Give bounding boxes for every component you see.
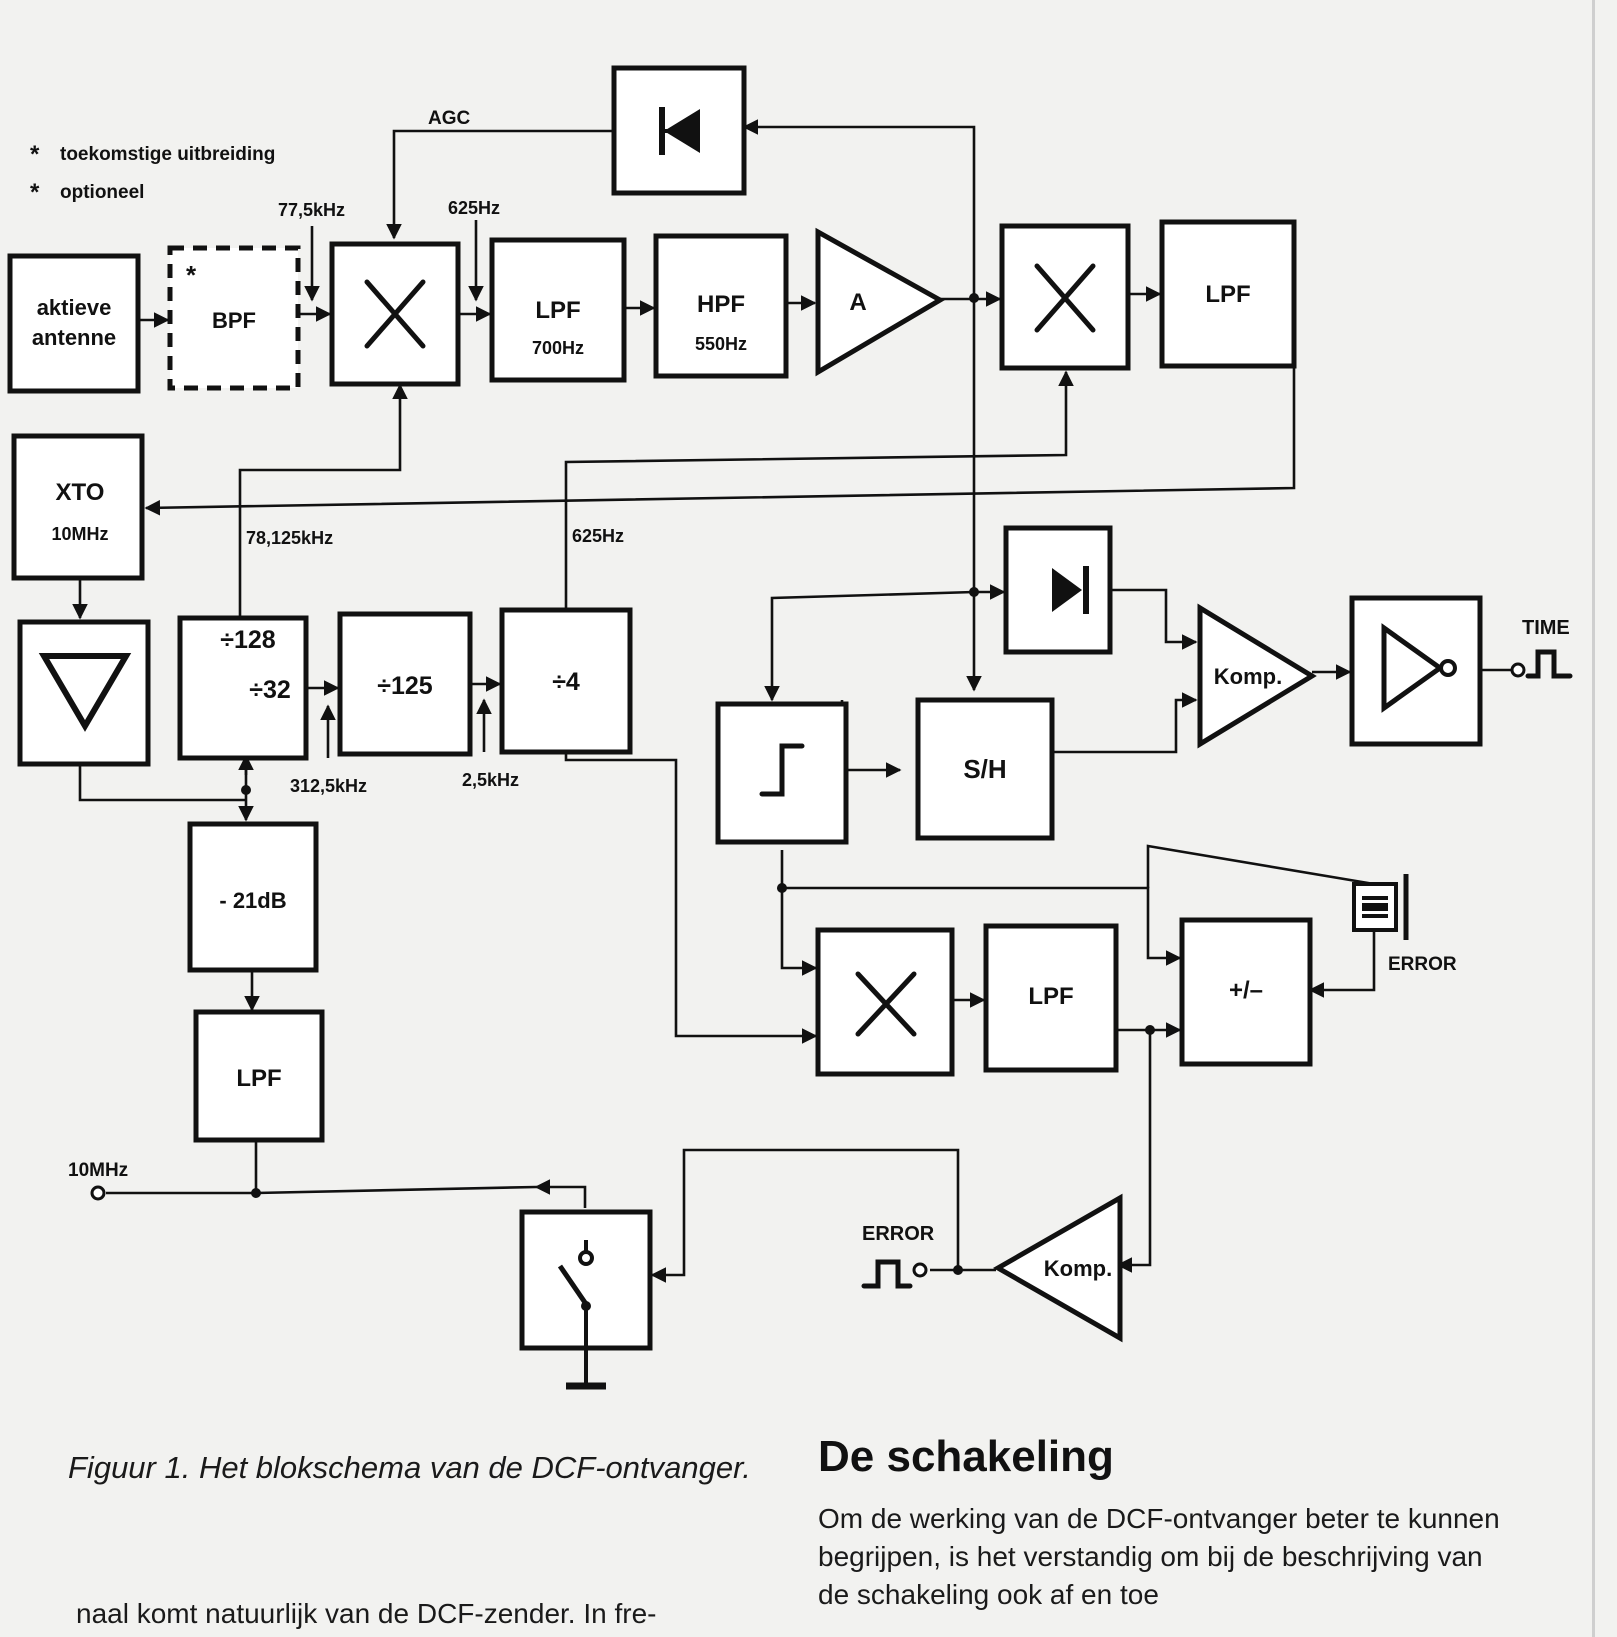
sample-hold-block (915, 697, 1055, 841)
attenuator-block (187, 821, 319, 973)
lpf-3-label: LPF (1028, 983, 1073, 1010)
comparator-1-label: Komp. (1214, 664, 1282, 689)
xto-freq: 10MHz (51, 524, 108, 544)
buffer-block (17, 619, 151, 767)
bpf-star: * (186, 260, 197, 290)
lpf-700-label: LPF (535, 297, 580, 324)
step-icon (759, 743, 805, 797)
error-right-label: ERROR (1388, 954, 1457, 975)
antenna-label-2: antenne (32, 325, 116, 350)
freq-2-5khz: 2,5kHz (462, 770, 519, 790)
divider-125-block (337, 611, 473, 757)
xto-label: XTO (56, 479, 105, 506)
amplifier-a-label: A (849, 289, 866, 316)
lpf-3-block (983, 923, 1119, 1073)
divider-4-label: ÷4 (552, 668, 580, 696)
time-terminal-icon (1510, 662, 1526, 678)
out-10mhz-label: 10MHz (68, 1160, 128, 1181)
comparator-2-label: Komp. (1044, 1256, 1112, 1281)
diode-2-icon (1052, 566, 1089, 614)
lpf-700-block (489, 237, 627, 383)
buffer-triangle-icon (38, 653, 132, 732)
legend-star-2: * (30, 179, 40, 206)
left-column-text: naal komt natuurlijk van de DCF-zender. … (76, 1598, 657, 1629)
lpf-2-label: LPF (1205, 281, 1250, 308)
freq-78-125khz: 78,125kHz (246, 528, 333, 548)
hpf-550-block (653, 233, 789, 379)
antenna-block (7, 253, 141, 394)
figure-caption: Figuur 1. Het blokschema van de DCF-ontv… (68, 1450, 751, 1485)
out-10mhz-terminal-icon (90, 1185, 106, 1201)
time-label: TIME (1522, 617, 1570, 639)
divider-128-32-block (177, 615, 309, 761)
lpf-4-label: LPF (236, 1065, 281, 1092)
lpf-2-block (1159, 219, 1297, 369)
error-bottom-label: ERROR (862, 1223, 935, 1245)
mixer-3-block (815, 927, 955, 1077)
amplifier-a-triangle (815, 227, 946, 377)
comparator-1-triangle (1197, 603, 1317, 749)
mixer-2-cross-icon (1034, 263, 1096, 333)
lpf-700-freq: 700Hz (532, 338, 584, 358)
hpf-550-freq: 550Hz (695, 334, 747, 354)
body-paragraph: Om de werking van de DCF-ontvanger beter… (818, 1503, 1500, 1610)
sample-hold-label: S/H (963, 754, 1006, 784)
section-heading: De schakeling (818, 1432, 1114, 1481)
attenuator-label: - 21dB (219, 888, 286, 913)
plus-minus-label: +/– (1229, 977, 1263, 1004)
crystal-icon (1352, 874, 1409, 940)
bpf-block (167, 245, 301, 391)
error-terminal-icon (912, 1262, 928, 1278)
legend-future: toekomstige uitbreiding (60, 144, 275, 165)
junction-dots (241, 293, 1155, 1275)
bpf-label: BPF (212, 308, 256, 333)
mixer-1-cross-icon (364, 279, 426, 349)
comparator-2-triangle (992, 1193, 1123, 1343)
divider-125-label: ÷125 (377, 672, 433, 700)
divider-32-label: ÷32 (249, 676, 291, 704)
switch-icon (557, 1240, 606, 1390)
divider-128-label: ÷128 (220, 626, 276, 654)
freq-625hz-top: 625Hz (448, 198, 500, 218)
freq-625hz-mid: 625Hz (572, 526, 624, 546)
freq-312-5khz: 312,5kHz (290, 776, 367, 796)
inverter-block (1349, 595, 1483, 747)
time-pulse-icon (1525, 649, 1573, 679)
agc-label: AGC (428, 108, 471, 129)
divider-4-block (499, 607, 633, 755)
diode-icon (659, 107, 700, 155)
mixer-3-cross-icon (855, 971, 917, 1037)
lpf-4-block (193, 1009, 325, 1143)
hpf-550-label: HPF (697, 291, 745, 318)
error-pulse-icon (861, 1259, 913, 1289)
antenna-label-1: aktieve (37, 295, 112, 320)
page-edge (1592, 0, 1595, 1637)
inverter-triangle-icon (1381, 623, 1445, 713)
legend-star-1: * (30, 141, 40, 168)
freq-77-5khz: 77,5kHz (278, 200, 345, 220)
xto-block (11, 433, 145, 581)
legend-optional: optioneel (60, 182, 144, 203)
inverter-bubble-icon (1439, 659, 1457, 677)
plus-minus-block (1179, 917, 1313, 1067)
